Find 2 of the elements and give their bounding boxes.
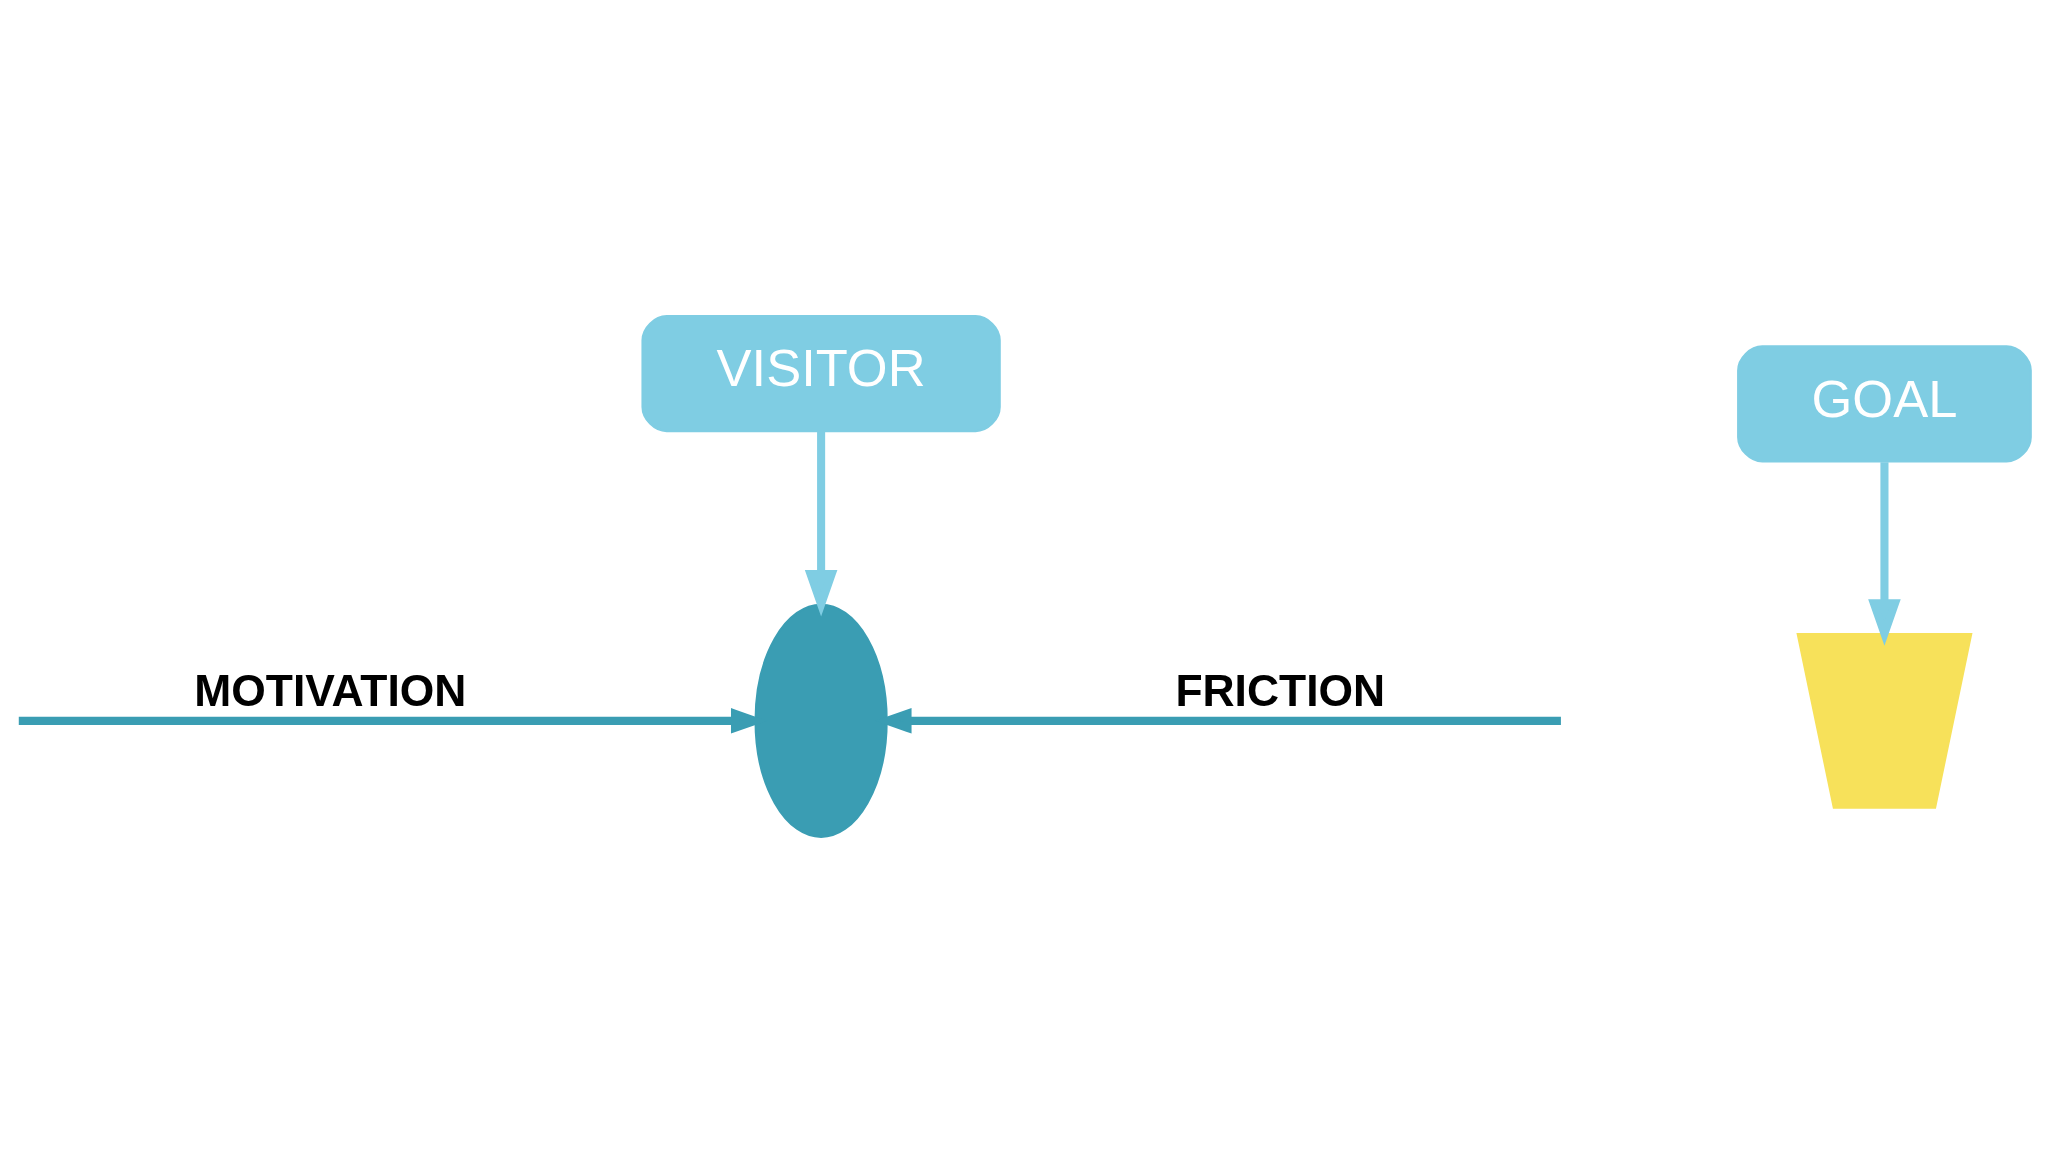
edge-label: MOTIVATION: [194, 665, 467, 715]
edge-label: FRICTION: [1175, 665, 1386, 715]
